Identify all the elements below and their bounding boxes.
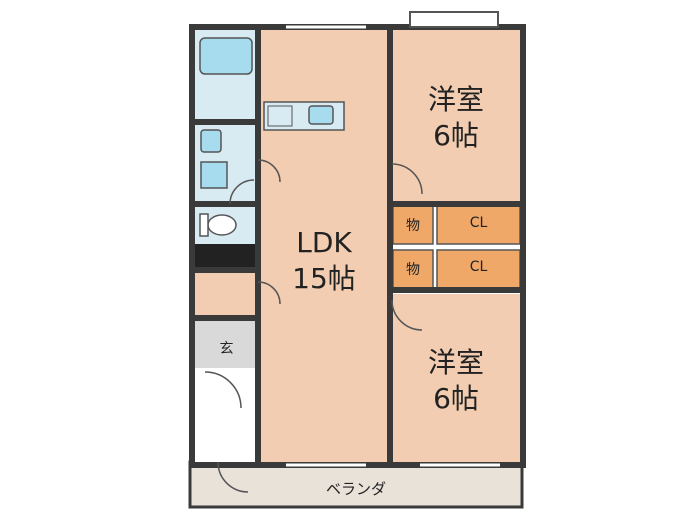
wall-block (195, 244, 258, 268)
balcony-label: ベランダ (325, 480, 386, 498)
window-top (409, 11, 499, 28)
genkan-floor (195, 368, 258, 462)
western-bottom-name: 洋室 (427, 346, 484, 379)
western-bottom-floor (392, 294, 520, 462)
storage-bottom-small-label: 物 (406, 262, 420, 278)
entrance-floor (195, 318, 258, 368)
western-top-name: 洋室 (427, 83, 484, 116)
western-bottom-size: 6帖 (433, 382, 479, 415)
toilet-icon (207, 214, 237, 236)
door-swings (204, 159, 423, 493)
sink-icon (308, 105, 334, 125)
entrance-label: 玄 (219, 341, 234, 357)
ldk-size: 15帖 (292, 262, 356, 295)
balcony-floor (188, 460, 524, 509)
western-top-label: 洋室 6帖 (392, 82, 520, 154)
ldk-label: LDK 15帖 (258, 225, 390, 297)
closet-top-label: CL (469, 215, 488, 231)
stove-icon (267, 105, 293, 127)
closet-top (436, 205, 521, 245)
ldk-name: LDK (296, 226, 352, 259)
washbasin-icon (200, 129, 222, 153)
storage-top-small-label: 物 (406, 218, 420, 234)
toilet-tank-icon (199, 213, 209, 237)
western-bottom-label: 洋室 6帖 (392, 345, 520, 417)
storage-top-small (392, 205, 434, 245)
closet-bottom-label: CL (469, 259, 488, 275)
washing-machine-icon (200, 161, 228, 189)
western-top-size: 6帖 (433, 119, 479, 152)
bathtub-icon (199, 37, 253, 75)
